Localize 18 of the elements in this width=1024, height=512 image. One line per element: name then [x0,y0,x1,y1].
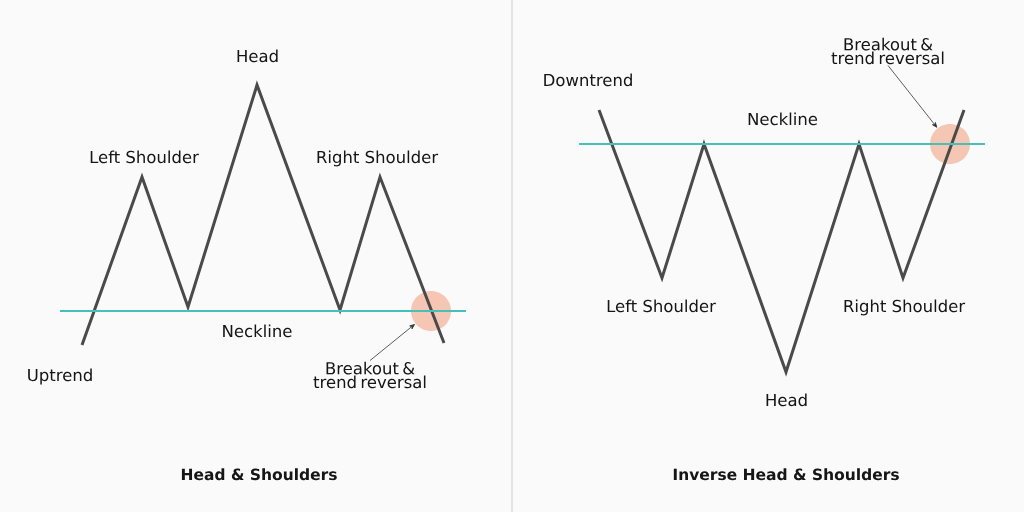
point-label: Left Shoulder [90,150,199,164]
leader-arrow [369,324,415,361]
point-label: Head [766,393,807,407]
chart-title: Head & Shoulders [181,468,337,481]
annotation-text: Breakout & trend reversal [831,37,944,65]
leader-arrow [887,65,938,128]
breakout-circle [411,291,451,331]
point-label: Right Shoulder [317,150,439,167]
annotation-text: Breakout & trend reversal [313,361,426,389]
neckline-label: Neckline [223,324,292,338]
chart-title: Inverse Head & Shoulders [673,468,899,481]
neckline-label: Neckline [748,112,818,126]
trend-label: Downtrend [544,73,632,87]
breakout-circle [930,124,970,164]
point-label: Right Shoulder [844,299,966,316]
trend-label: Uptrend [28,368,92,385]
point-label: Left Shoulder [607,299,716,313]
point-label: Head [237,49,278,63]
